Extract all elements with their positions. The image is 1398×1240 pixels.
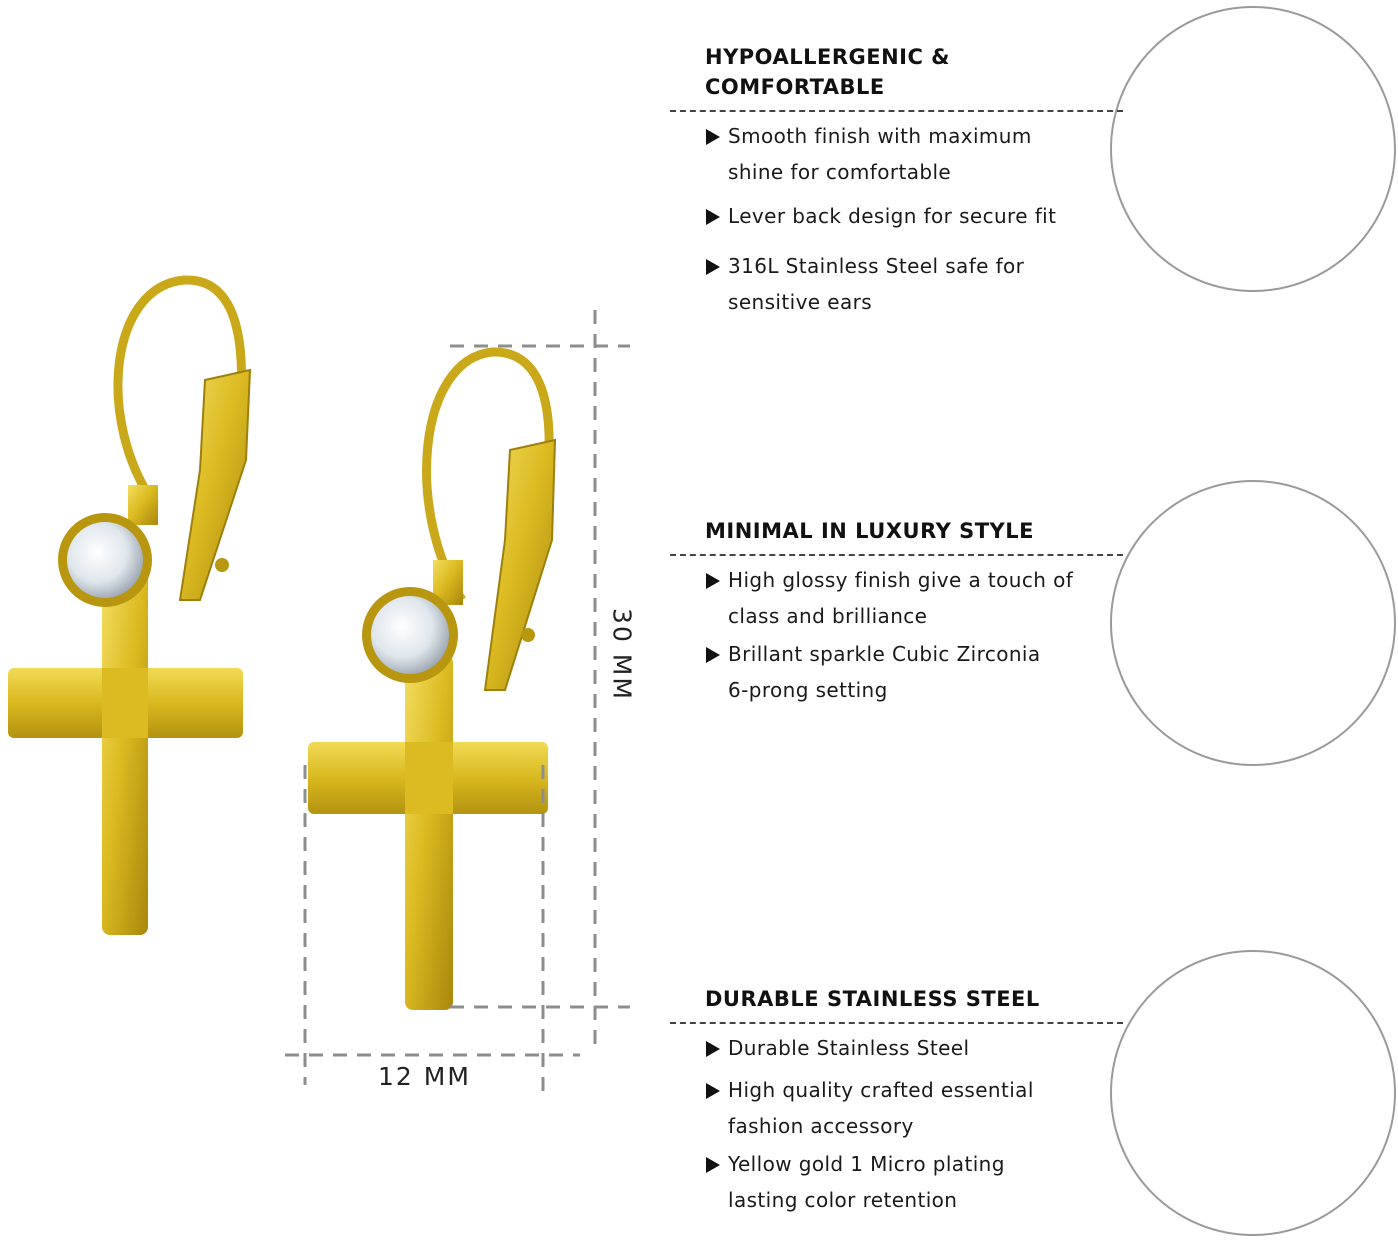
detail-circle-2	[1110, 480, 1396, 766]
section-title: MINIMAL IN LUXURY STYLE	[705, 519, 1034, 543]
bullet-triangle-icon	[706, 1041, 720, 1057]
feature-bullet: Smooth finish with maximum shine for com…	[670, 118, 1125, 190]
bullet-triangle-icon	[706, 573, 720, 589]
feature-bullet: High quality crafted essential fashion a…	[670, 1072, 1125, 1144]
feature-bullet: Brillant sparkle Cubic Zirconia 6-prong …	[670, 636, 1125, 708]
bullet-triangle-icon	[706, 259, 720, 275]
feature-section-hypoallergenic: HYPOALLERGENIC & COMFORTABLE Smooth fini…	[670, 42, 1125, 320]
earring-left	[8, 275, 252, 935]
feature-bullet: Yellow gold 1 Micro plating lasting colo…	[670, 1146, 1125, 1218]
feature-section-durable: DURABLE STAINLESS STEEL Durable Stainles…	[670, 984, 1125, 1218]
section-title: DURABLE STAINLESS STEEL	[705, 987, 1040, 1011]
height-dimension-label: 30 MM	[607, 608, 637, 701]
width-dimension-label: 12 MM	[378, 1062, 471, 1091]
dimension-lines	[285, 310, 630, 1100]
section-divider	[670, 554, 1123, 556]
bullet-triangle-icon	[706, 1083, 720, 1099]
feature-bullet: Lever back design for secure fit	[670, 198, 1125, 234]
bullet-triangle-icon	[706, 1157, 720, 1173]
feature-section-luxury: MINIMAL IN LUXURY STYLE High glossy fini…	[670, 516, 1125, 708]
bullet-triangle-icon	[706, 209, 720, 225]
bullet-triangle-icon	[706, 647, 720, 663]
detail-circle-3	[1110, 950, 1396, 1236]
feature-bullet: 316L Stainless Steel safe for sensitive …	[670, 248, 1125, 320]
bullet-triangle-icon	[706, 129, 720, 145]
section-title: HYPOALLERGENIC & COMFORTABLE	[705, 45, 950, 99]
feature-bullet: High glossy finish give a touch of class…	[670, 562, 1125, 634]
earring-right	[308, 347, 557, 1010]
section-divider	[670, 1022, 1123, 1024]
section-divider	[670, 110, 1123, 112]
detail-circle-1	[1110, 6, 1396, 292]
feature-bullet: Durable Stainless Steel	[670, 1030, 1125, 1066]
